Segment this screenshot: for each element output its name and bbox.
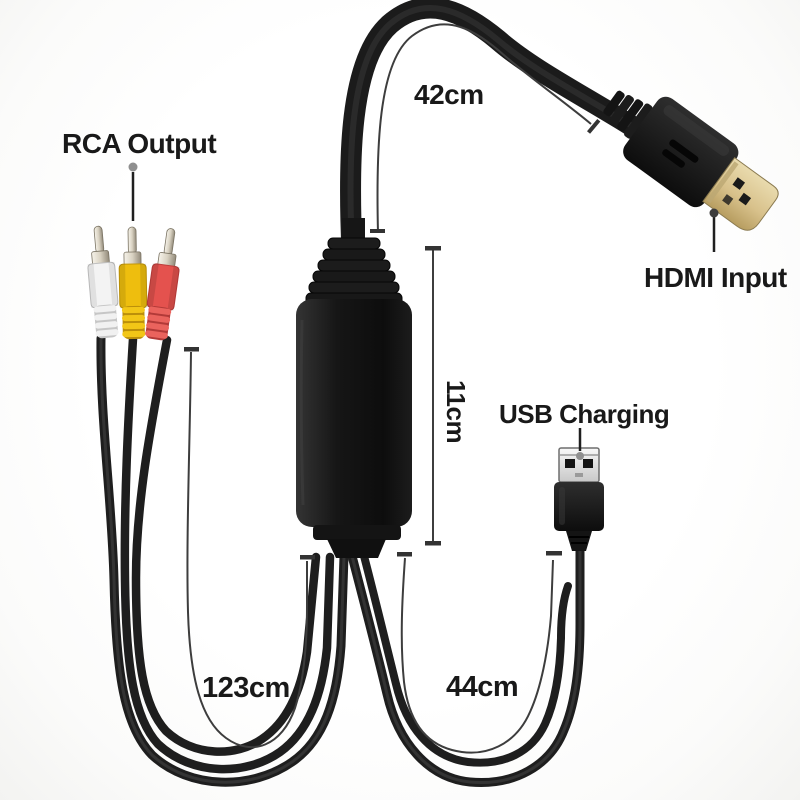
usb-cable-loop: [347, 544, 585, 788]
rca-plug-red: [145, 228, 180, 341]
hdmi-pointer-line: [709, 208, 719, 252]
measure-11cm: [425, 246, 441, 546]
measure-42cm: [370, 23, 601, 234]
usb-pointer-line: [576, 428, 584, 460]
rca-plug-white: [87, 225, 119, 339]
rca-cable-length-label: 123cm: [202, 672, 290, 704]
converter-length-label: 11cm: [441, 380, 471, 444]
rca-output-label: RCA Output: [62, 128, 217, 159]
hdmi-cable-length-label: 42cm: [414, 79, 484, 110]
rca-pointer-line: [128, 162, 138, 221]
rca-plug-yellow: [118, 226, 148, 340]
usb-cable-length-label: 44cm: [446, 671, 519, 703]
rca-cable-loop: [96, 333, 349, 787]
converter-box: [296, 218, 412, 558]
hdmi-input-label: HDMI Input: [644, 262, 787, 293]
main-cable: [339, 0, 649, 263]
hdmi-connector: [603, 90, 779, 231]
usb-charging-label: USB Charging: [499, 399, 670, 429]
measure-44cm: [397, 551, 562, 754]
pointer-lines: [128, 162, 719, 460]
measure-123cm: [184, 347, 315, 748]
measurement-lines: [184, 23, 601, 754]
usb-connector: [554, 447, 604, 551]
